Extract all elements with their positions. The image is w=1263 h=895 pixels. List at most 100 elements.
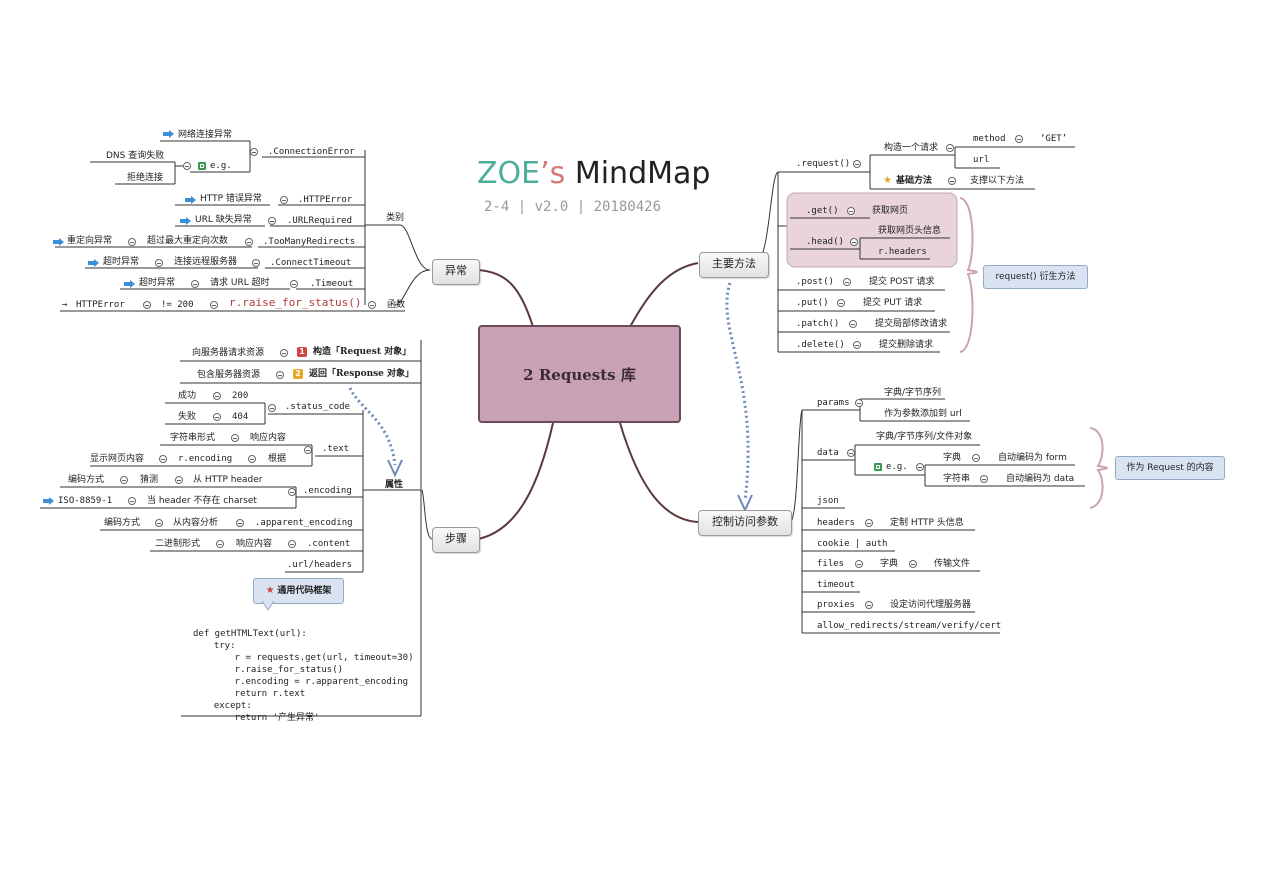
attr-resp-content-2: 响应内容: [236, 539, 273, 549]
step2-label: 包含服务器资源: [197, 370, 261, 380]
arrow-right-icon: [43, 497, 54, 505]
collapse-icon[interactable]: [128, 497, 136, 505]
exc-raise-arrow: →: [62, 300, 68, 310]
mindmap-subtitle: 2-4 | v2.0 | 20180426: [484, 199, 662, 215]
collapse-icon[interactable]: [183, 162, 191, 170]
central-topic[interactable]: 2 Requests 库: [478, 325, 681, 423]
collapse-icon[interactable]: [849, 320, 857, 328]
collapse-icon[interactable]: [250, 148, 258, 156]
collapse-icon[interactable]: [909, 560, 917, 568]
collapse-icon[interactable]: [837, 299, 845, 307]
method-url: url: [973, 155, 990, 165]
collapse-icon[interactable]: [143, 301, 151, 309]
collapse-icon[interactable]: [290, 280, 298, 288]
branch-main-methods[interactable]: 主要方法: [699, 252, 769, 278]
collapse-icon[interactable]: [155, 519, 163, 527]
param-timeout: timeout: [817, 580, 855, 590]
code-line: r = requests.get(url, timeout=30): [213, 653, 414, 663]
collapse-icon[interactable]: [980, 475, 988, 483]
collapse-icon[interactable]: [280, 196, 288, 204]
param-proxies: proxies: [817, 600, 855, 610]
attr-show-page: 显示网页内容: [90, 454, 145, 464]
collapse-icon[interactable]: [853, 341, 861, 349]
derived-methods-callout[interactable]: request() 衍生方法: [983, 265, 1088, 289]
attr-content-analysis: 从内容分析: [173, 518, 219, 528]
collapse-icon[interactable]: [368, 301, 376, 309]
collapse-icon[interactable]: [855, 560, 863, 568]
arrow-right-icon: [180, 217, 191, 225]
branch-control-params[interactable]: 控制访问参数: [698, 510, 792, 536]
collapse-icon[interactable]: [245, 238, 253, 246]
collapse-icon[interactable]: [972, 454, 980, 462]
collapse-icon[interactable]: [248, 455, 256, 463]
collapse-icon[interactable]: [916, 463, 924, 471]
method-request: .request(): [796, 159, 851, 169]
exc-http-error-label: HTTP 错误异常: [200, 194, 262, 204]
collapse-icon[interactable]: [231, 434, 239, 442]
attr-text-form: 字符串形式: [170, 433, 216, 443]
collapse-icon[interactable]: [855, 399, 863, 407]
central-topic-label: 2 Requests 库: [523, 365, 636, 384]
attr-enc-method: 编码方式: [68, 475, 105, 485]
collapse-icon[interactable]: [946, 144, 954, 152]
exc-refused: 拒绝连接: [127, 173, 164, 183]
collapse-icon[interactable]: [252, 259, 260, 267]
code-line: try:: [203, 641, 236, 651]
method-method: method: [973, 134, 1006, 144]
collapse-icon[interactable]: [304, 446, 312, 454]
exc-dns: DNS 查询失败: [106, 151, 165, 161]
example-icon: [198, 162, 206, 170]
branch-exceptions[interactable]: 异常: [432, 259, 480, 285]
param-transfer: 传输文件: [934, 559, 971, 569]
collapse-icon[interactable]: [1015, 135, 1023, 143]
collapse-icon[interactable]: [216, 540, 224, 548]
branch-steps[interactable]: 步骤: [432, 527, 480, 553]
collapse-icon[interactable]: [213, 413, 221, 421]
code-line: r.raise_for_status(): [213, 665, 344, 675]
collapse-icon[interactable]: [213, 392, 221, 400]
exc-net-error: 网络连接异常: [178, 130, 233, 140]
attr-guess: 猜测: [140, 475, 159, 485]
attr-according: 根据: [268, 454, 287, 464]
collapse-icon[interactable]: [865, 519, 873, 527]
as-request-callout[interactable]: 作为 Request 的内容: [1115, 456, 1225, 480]
collapse-icon[interactable]: [210, 301, 218, 309]
collapse-icon[interactable]: [191, 280, 199, 288]
collapse-icon[interactable]: [155, 259, 163, 267]
exc-raise-fn: r.raise_for_status(): [229, 296, 362, 309]
collapse-icon[interactable]: [288, 540, 296, 548]
collapse-icon[interactable]: [280, 349, 288, 357]
attr-status-code: .status_code: [285, 402, 351, 412]
title-mindmap: MindMap: [565, 156, 711, 191]
collapse-icon[interactable]: [120, 476, 128, 484]
method-post: .post(): [796, 277, 834, 287]
exc-raise-http: HTTPError: [76, 300, 125, 310]
collapse-icon[interactable]: [850, 238, 858, 246]
attr-text: .text: [322, 444, 350, 454]
collapse-icon[interactable]: [288, 488, 296, 496]
param-dict-bytes: 字典/字节序列: [884, 388, 942, 398]
collapse-icon[interactable]: [865, 601, 873, 609]
arrow-right-icon: [185, 196, 196, 204]
param-dict-2: 字典: [880, 559, 899, 569]
collapse-icon[interactable]: [268, 217, 276, 225]
collapse-icon[interactable]: [175, 476, 183, 484]
attr-success: 成功: [178, 391, 197, 401]
collapse-icon[interactable]: [948, 177, 956, 185]
collapse-icon[interactable]: [847, 207, 855, 215]
attr-r-encoding: r.encoding: [178, 454, 233, 464]
method-construct: 构造一个请求: [884, 143, 939, 153]
collapse-icon[interactable]: [159, 455, 167, 463]
collapse-icon[interactable]: [853, 160, 861, 168]
param-files: files: [817, 559, 845, 569]
collapse-icon[interactable]: [268, 404, 276, 412]
collapse-icon[interactable]: [843, 278, 851, 286]
param-eg: e.g.: [886, 462, 908, 472]
collapse-icon[interactable]: [847, 449, 855, 457]
step1: 构造「Request 对象」: [313, 347, 412, 357]
framework-callout[interactable]: ★ 通用代码框架: [253, 578, 344, 604]
collapse-icon[interactable]: [276, 371, 284, 379]
collapse-icon[interactable]: [236, 519, 244, 527]
collapse-icon[interactable]: [128, 238, 136, 246]
